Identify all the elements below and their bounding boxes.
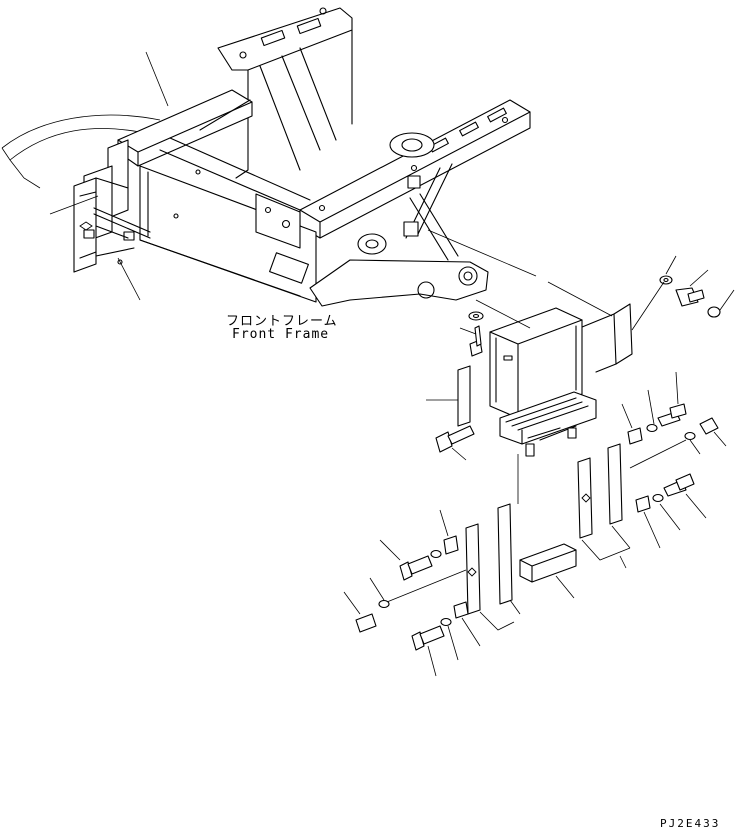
front-frame-label-jp: フロントフレーム — [226, 314, 338, 329]
front-frame-label-en: Front Frame — [232, 327, 330, 342]
frame-leader-lines — [49, 51, 169, 301]
front-frame-assembly — [1, 7, 531, 307]
step-assembly — [343, 229, 735, 677]
drawing-code: PJ2E433 — [660, 817, 721, 830]
